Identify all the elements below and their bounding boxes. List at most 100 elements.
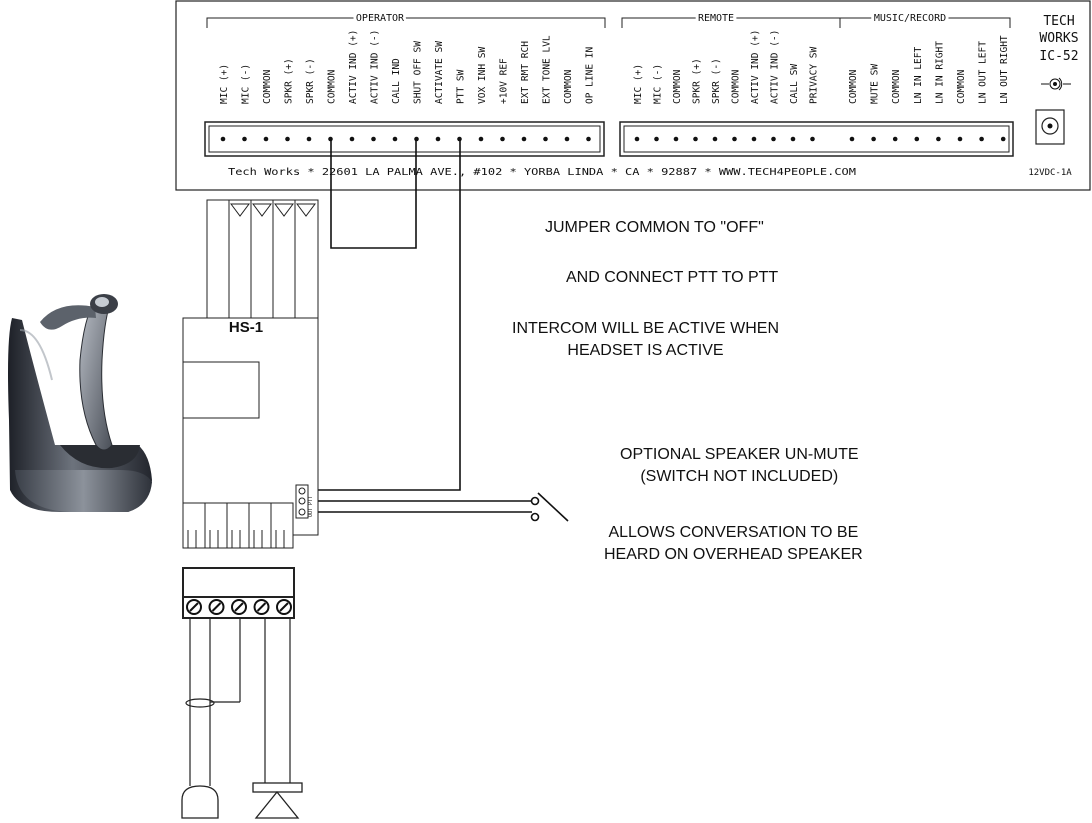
- terminal-labels: MIC (+) MIC (-) COMMON SPKR (+) SPKR (-) COMM…: [219, 30, 1010, 104]
- headset-base-image: [8, 294, 152, 512]
- terminal-screw-remote-3: [673, 136, 679, 142]
- terminal-label-operator-7: ACTIV IND (+): [348, 30, 359, 104]
- ptt-wire: [305, 139, 461, 491]
- terminal-screw-remote-2: [654, 136, 659, 142]
- terminal-label-operator-8: ACTIV IND (-): [370, 30, 381, 104]
- headset-cables: [185, 618, 291, 786]
- power-jack-socket: [1041, 117, 1059, 135]
- terminal-label-operator-12: PTT SW: [456, 69, 467, 104]
- terminal-screw-operator-15: [521, 136, 527, 142]
- terminal-label-remote-2: MIC (-): [653, 64, 664, 104]
- music-group-bracket: [839, 17, 1011, 28]
- intercom-note-line1: INTERCOM WILL BE ACTIVE WHEN: [512, 320, 779, 337]
- terminal-screw-music-7: [979, 136, 984, 142]
- terminal-label-music-1: COMMON: [848, 69, 859, 104]
- speaker-note-line1: OPTIONAL SPEAKER UN-MUTE: [620, 446, 859, 463]
- brand-name-line2: WORKS: [1039, 31, 1078, 46]
- ic52-panel: OPERATOR REMOTE MUSIC/RECORD MIC (+)MIC …: [175, 0, 1091, 191]
- terminal-screw-remote-6: [732, 136, 737, 142]
- terminal-screw-music-6: [957, 136, 963, 142]
- screw-terminal-strip: [182, 567, 295, 619]
- terminal-label-operator-2: MIC (-): [241, 64, 252, 104]
- terminal-screw-operator-13: [478, 136, 484, 142]
- terminal-label-operator-15: EXT RMT RCH: [520, 41, 531, 104]
- strip-screw-slot-3: [234, 602, 244, 612]
- operator-group-label: OPERATOR: [356, 13, 405, 24]
- hs1-module: HS-1 OUT PTT: [182, 199, 319, 549]
- strip-screws: [186, 599, 292, 615]
- terminal-label-operator-16: EXT TONE LVL: [542, 35, 553, 104]
- terminal-screw-operator-1: [220, 136, 226, 142]
- switch-icon: [530, 492, 569, 522]
- terminal-screw-music-3: [892, 136, 898, 142]
- terminal-screw-operator-5: [306, 136, 312, 142]
- power-label: 12VDC-1A: [1028, 168, 1072, 178]
- terminal-screw-remote-9: [790, 136, 796, 142]
- intercom-note: INTERCOM WILL BE ACTIVE WHEN HEADSET IS …: [512, 318, 779, 362]
- jumper-wire: [330, 139, 417, 249]
- terminal-screw-remote-10: [810, 136, 815, 142]
- terminal-screw-remote-4: [693, 136, 698, 142]
- terminal-screw-remote-7: [751, 136, 757, 142]
- brand-name-line1: TECH: [1043, 14, 1074, 29]
- speaker-icon: [252, 782, 303, 819]
- terminal-label-remote-9: CALL SW: [789, 64, 800, 104]
- terminal-screw-music-2: [871, 136, 876, 142]
- strip-screw-slot-4: [256, 602, 267, 612]
- terminal-label-music-2: MUTE SW: [870, 64, 881, 104]
- terminal-screw-remote-1: [634, 136, 640, 142]
- terminal-label-operator-5: SPKR (-): [305, 58, 316, 104]
- speaker-switch-wires: [305, 500, 532, 513]
- terminal-label-music-4: LN IN LEFT: [913, 47, 924, 104]
- terminal-screw-operator-16: [543, 136, 548, 142]
- terminal-screw-music-8: [1000, 136, 1006, 142]
- terminal-label-remote-3: COMMON: [672, 69, 683, 104]
- terminal-label-operator-4: SPKR (+): [284, 58, 295, 104]
- hs1-side-window: [182, 361, 260, 419]
- remote-group-label: REMOTE: [698, 13, 734, 24]
- terminal-screw-operator-3: [263, 136, 269, 142]
- terminal-screw-operator-7: [349, 136, 355, 142]
- terminal-label-music-5: LN IN RIGHT: [934, 41, 945, 104]
- terminal-screw-music-4: [914, 136, 920, 142]
- terminal-label-remote-6: COMMON: [731, 69, 742, 104]
- terminal-screw-operator-11: [435, 136, 441, 142]
- terminal-screw-operator-2: [242, 136, 247, 142]
- terminal-label-music-3: COMMON: [891, 69, 902, 104]
- terminal-label-music-7: LN OUT LEFT: [978, 41, 989, 104]
- intercom-note-line2: HEADSET IS ACTIVE: [567, 342, 724, 359]
- terminal-label-operator-13: VOX INH SW: [477, 47, 488, 104]
- hs1-label: HS-1: [229, 319, 263, 336]
- model-name: IC-52: [1039, 49, 1078, 64]
- terminal-label-remote-1: MIC (+): [633, 64, 644, 104]
- terminal-label-music-6: COMMON: [956, 69, 967, 104]
- terminal-label-remote-5: SPKR (-): [711, 58, 722, 104]
- hs1-top-connector: [206, 199, 319, 319]
- terminal-label-operator-3: COMMON: [262, 69, 273, 104]
- terminal-screw-remote-8: [771, 136, 776, 142]
- manufacturer-address: Tech Works * 22601 LA PALMA AVE., #102 *…: [228, 167, 856, 178]
- terminal-screw-operator-4: [285, 136, 290, 142]
- microphone-icon: [181, 785, 219, 819]
- terminal-screw-remote-5: [712, 136, 718, 142]
- terminal-screw-operator-18: [586, 136, 591, 142]
- strip-screw-slot-5: [279, 602, 289, 612]
- terminal-screw-operator-17: [564, 136, 570, 142]
- terminal-label-operator-1: MIC (+): [219, 64, 230, 104]
- conversation-note: ALLOWS CONVERSATION TO BE HEARD ON OVERH…: [604, 522, 863, 566]
- operator-terminal-block: [204, 121, 605, 157]
- conversation-note-line1: ALLOWS CONVERSATION TO BE: [608, 524, 859, 541]
- terminal-label-operator-10: SHUT OFF SW: [413, 41, 424, 104]
- panel-outline: [175, 0, 1091, 191]
- terminal-screw-operator-14: [500, 136, 505, 142]
- strip-screw-slot-2: [211, 602, 222, 612]
- terminal-screw-music-5: [936, 136, 941, 142]
- terminal-label-remote-10: PRIVACY SW: [809, 47, 820, 104]
- terminal-label-operator-11: ACTIVATE SW: [434, 41, 445, 104]
- speaker-unmute-note: OPTIONAL SPEAKER UN-MUTE (SWITCH NOT INC…: [620, 444, 859, 488]
- terminal-screw-music-1: [849, 136, 855, 142]
- terminal-label-operator-17: COMMON: [563, 69, 574, 104]
- terminal-label-remote-8: ACTIV IND (-): [770, 30, 781, 104]
- polarity-icon: [1041, 77, 1071, 91]
- speaker-note-line2: (SWITCH NOT INCLUDED): [640, 468, 839, 485]
